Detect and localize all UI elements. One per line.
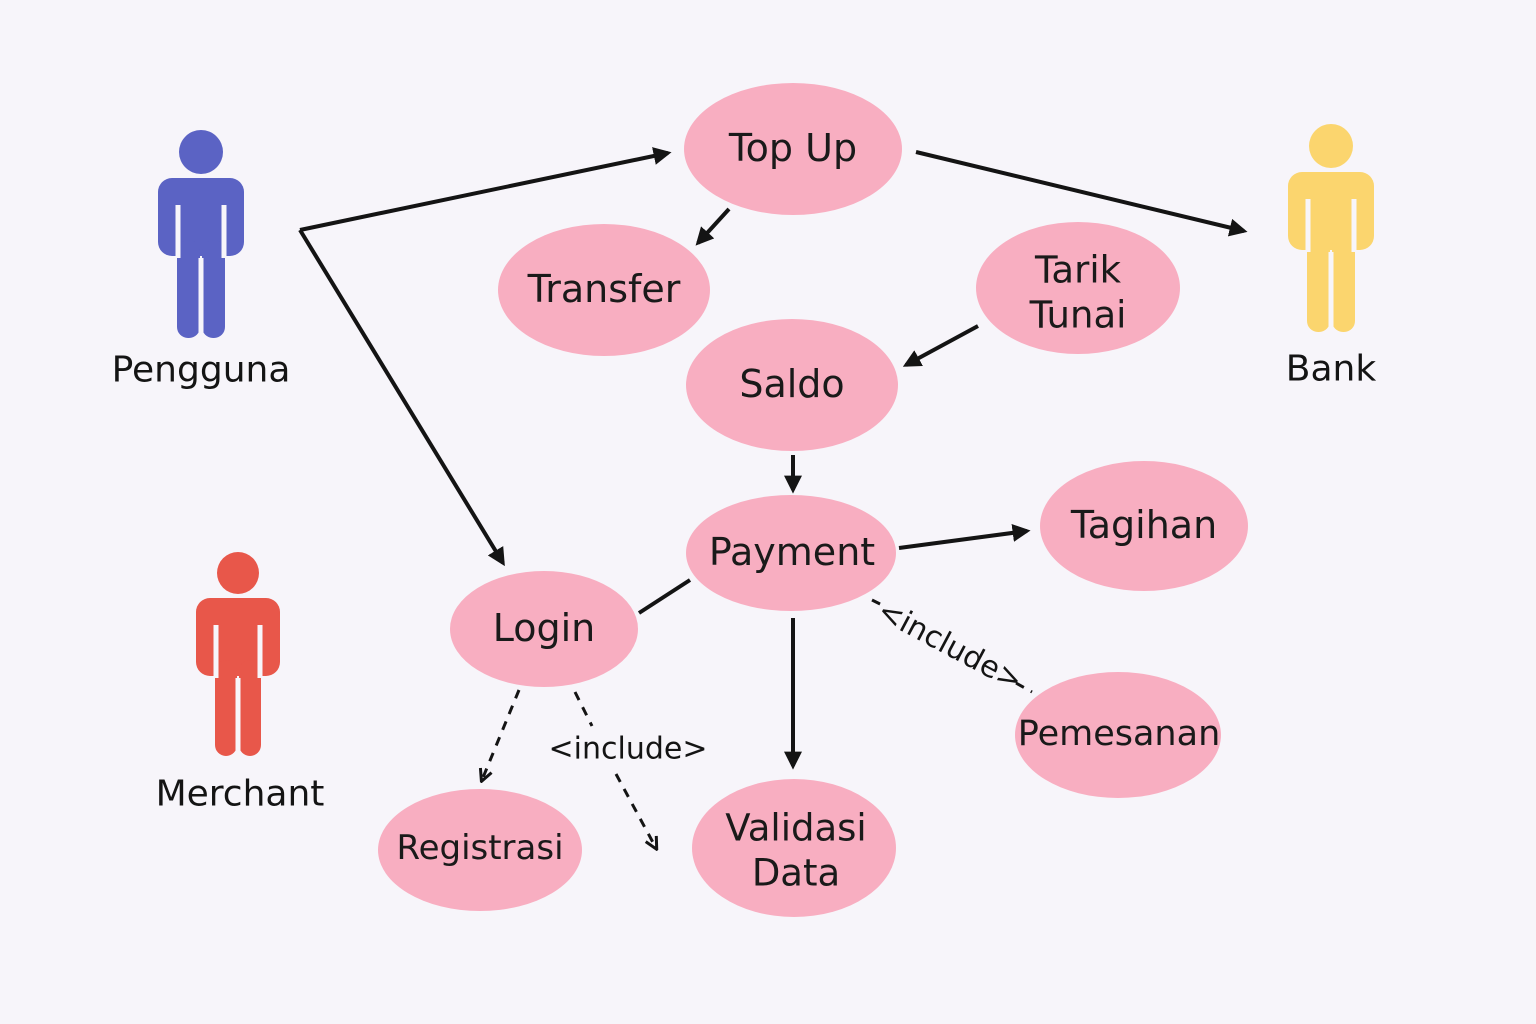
- use-case-validasi-data-label-line1: Validasi: [725, 807, 866, 850]
- actor-bank[interactable]: Bank: [1286, 124, 1377, 390]
- use-case-tarik-tunai[interactable]: Tarik Tunai: [976, 222, 1180, 354]
- use-case-login[interactable]: Login: [450, 571, 638, 687]
- actor-body-shading: [213, 625, 263, 756]
- use-case-transfer-label: Transfer: [527, 267, 681, 311]
- use-case-tagihan[interactable]: Tagihan: [1040, 461, 1248, 591]
- use-case-login-label: Login: [493, 606, 596, 650]
- edge-login-registrasi: [482, 689, 521, 780]
- actor-merchant-label: Merchant: [156, 774, 325, 815]
- edge-payment-pemesanan-include-a: [871, 598, 885, 608]
- use-case-pemesanan-label: Pemesanan: [1018, 714, 1221, 754]
- edge-pengguna-top-up: [299, 147, 672, 232]
- use-case-validasi-data-label-line2: Data: [752, 852, 840, 895]
- use-case-tarik-tunai-label-line1: Tarik: [1034, 249, 1122, 292]
- use-case-tagihan-label: Tagihan: [1070, 503, 1217, 547]
- include-label-login: <include>: [549, 732, 708, 767]
- edge-pengguna-login: [298, 228, 505, 567]
- actor-pengguna-label: Pengguna: [112, 350, 291, 391]
- use-case-top-up[interactable]: Top Up: [684, 83, 902, 215]
- use-case-transfer[interactable]: Transfer: [498, 224, 710, 356]
- edges: [298, 147, 1248, 848]
- use-case-saldo-label: Saldo: [739, 362, 844, 406]
- actor-pengguna[interactable]: Pengguna: [112, 130, 291, 391]
- edge-login-validasi-include-b: [614, 773, 656, 848]
- use-case-payment-label: Payment: [709, 530, 875, 574]
- use-case-registrasi[interactable]: Registrasi: [378, 789, 582, 911]
- edge-login-validasi-include-a: [573, 691, 594, 727]
- actor-body-shading: [1305, 199, 1357, 332]
- edge-login-payment: [637, 578, 692, 615]
- use-case-validasi-data[interactable]: Validasi Data: [692, 779, 896, 917]
- edge-tarik-tunai-saldo: [902, 324, 979, 367]
- use-case-payment[interactable]: Payment: [686, 495, 896, 611]
- use-case-saldo[interactable]: Saldo: [686, 319, 898, 451]
- actor-bank-label: Bank: [1286, 349, 1377, 390]
- use-case-registrasi-label: Registrasi: [396, 828, 563, 868]
- actor-merchant[interactable]: Merchant: [156, 552, 325, 815]
- edge-payment-pemesanan-include-b: [1015, 681, 1033, 694]
- use-case-tarik-tunai-label-line2: Tunai: [1029, 294, 1127, 337]
- edge-payment-tagihan: [898, 523, 1031, 550]
- include-label-payment: <include>: [872, 593, 1029, 699]
- edge-top-up-transfer: [695, 207, 731, 246]
- use-case-top-up-label: Top Up: [728, 126, 857, 170]
- edge-top-up-bank: [915, 150, 1248, 237]
- actor-body-shading: [175, 205, 227, 338]
- use-case-pemesanan[interactable]: Pemesanan: [1015, 672, 1221, 798]
